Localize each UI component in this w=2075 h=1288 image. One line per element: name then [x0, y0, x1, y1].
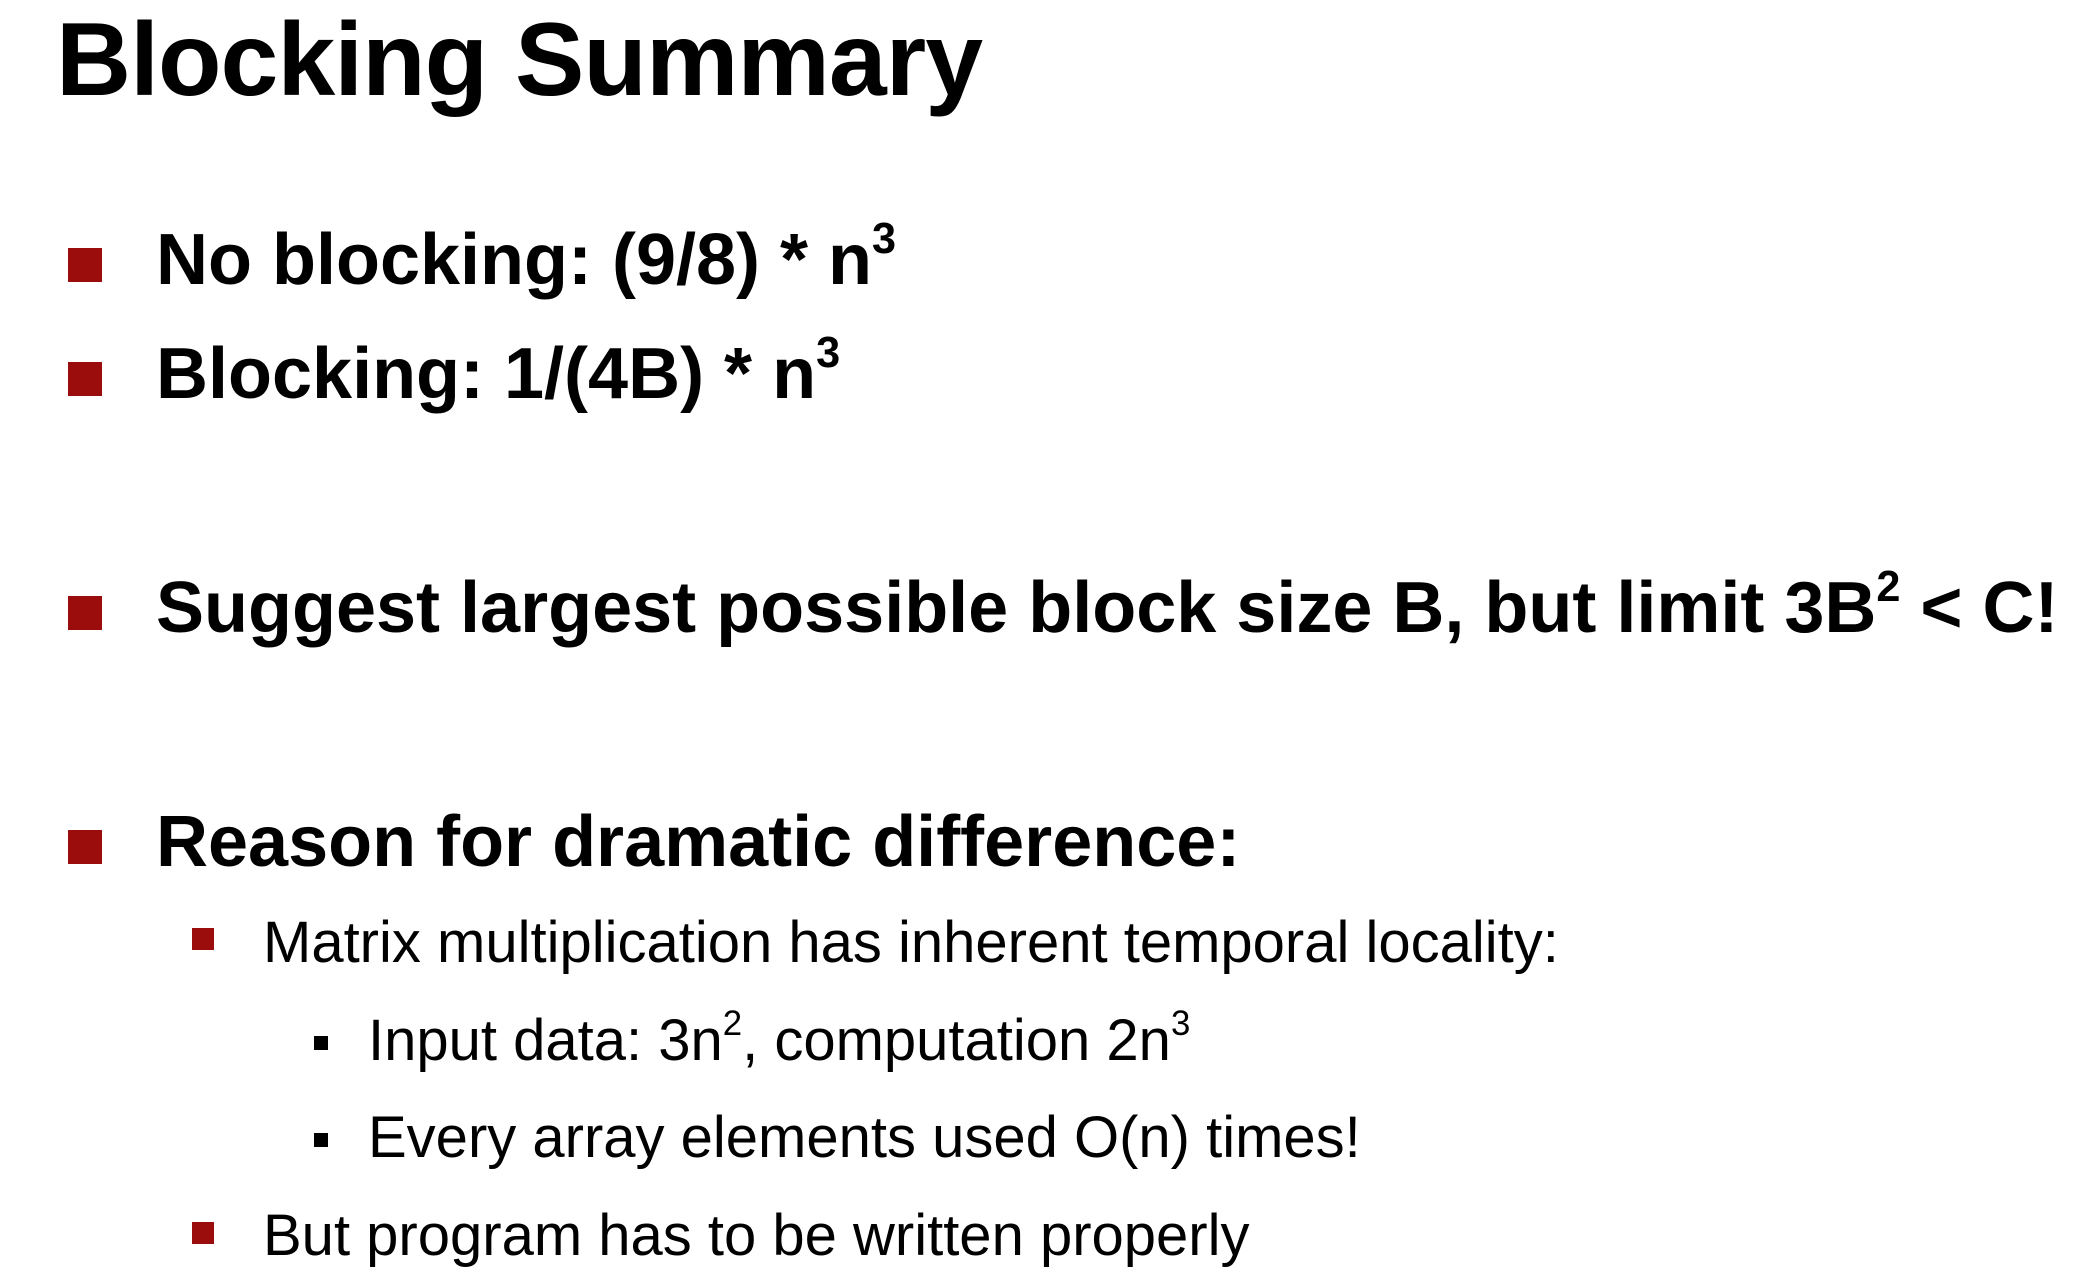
superscript: 3	[816, 328, 841, 377]
superscript: 2	[722, 1003, 743, 1043]
superscript: 3	[1170, 1003, 1191, 1043]
square-bullet-icon	[68, 596, 102, 630]
square-bullet-icon	[68, 830, 102, 864]
superscript: 2	[1876, 562, 1901, 611]
slide-title: Blocking Summary	[56, 2, 983, 118]
sub-sub-bullet-input-data: Input data: 3n2, computation 2n3	[368, 1006, 1190, 1076]
bullet-blocking: Blocking: 1/(4B) * n3	[156, 331, 840, 414]
square-bullet-icon	[314, 1133, 328, 1147]
bullet-no-blocking-text: No blocking: (9/8) * n	[156, 220, 873, 300]
bullet-block-size-text: Suggest largest possible block size B, b…	[156, 568, 1877, 648]
square-bullet-icon	[314, 1036, 328, 1050]
sub-sub-bullet-array-elements: Every array elements used O(n) times!	[368, 1105, 1361, 1170]
square-bullet-icon	[68, 248, 102, 282]
square-bullet-icon	[192, 1222, 214, 1244]
square-bullet-icon	[68, 362, 102, 396]
bullet-no-blocking: No blocking: (9/8) * n3	[156, 217, 896, 300]
bullet-blocking-text: Blocking: 1/(4B) * n	[156, 334, 817, 414]
bullet-block-size: Suggest largest possible block size B, b…	[156, 565, 2059, 648]
superscript: 3	[872, 214, 897, 263]
bullet-block-size-tail: < C!	[1900, 568, 2059, 648]
input-data-text: Input data: 3n	[368, 1008, 723, 1073]
bullet-reason: Reason for dramatic difference:	[156, 802, 1241, 882]
sub-bullet-temporal-locality: Matrix multiplication has inherent tempo…	[263, 910, 1559, 975]
sub-bullet-written-properly: But program has to be written properly	[263, 1203, 1250, 1268]
square-bullet-icon	[192, 928, 214, 950]
computation-text: , computation 2n	[742, 1008, 1171, 1073]
